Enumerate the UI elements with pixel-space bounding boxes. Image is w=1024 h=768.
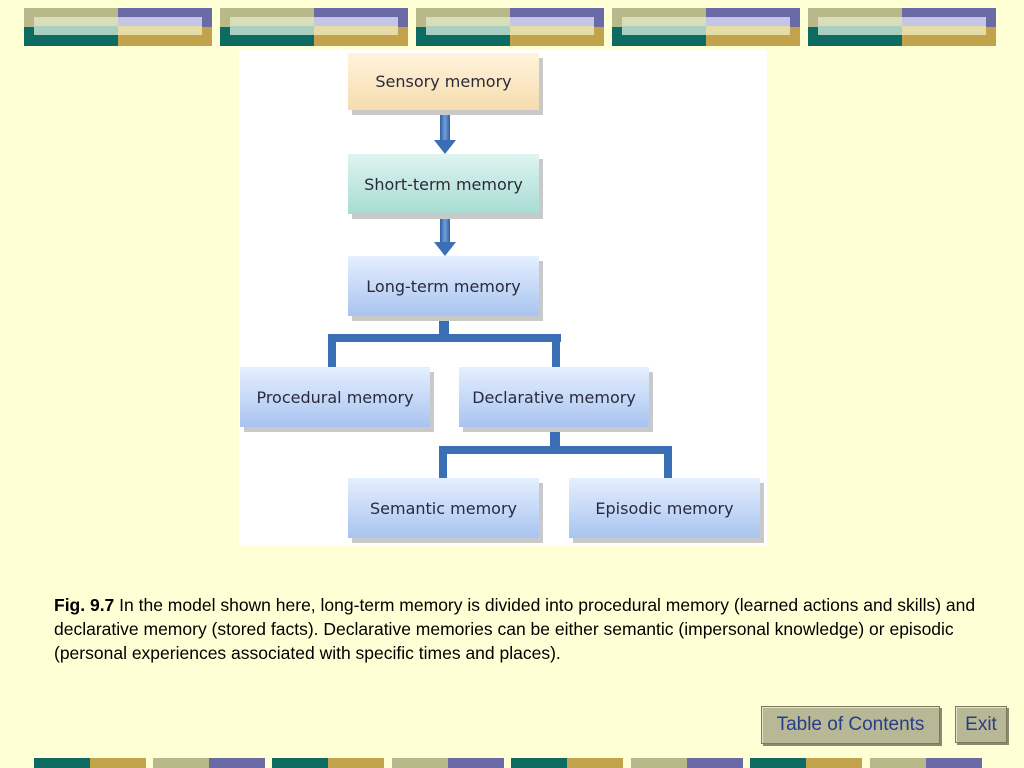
node-semantic-memory: Semantic memory	[348, 478, 539, 538]
node-short-term-memory: Short-term memory	[348, 154, 539, 214]
diagram-connectors	[328, 110, 672, 478]
connector-long-term-stem	[439, 316, 449, 338]
node-episodic-memory: Episodic memory	[569, 478, 760, 538]
arrowhead-short-term	[434, 140, 456, 154]
decorative-block	[24, 8, 212, 46]
table-of-contents-button[interactable]: Table of Contents	[761, 706, 940, 744]
node-declarative-memory: Declarative memory	[459, 367, 649, 427]
node-procedural-memory: Procedural memory	[240, 367, 430, 427]
decorative-block	[220, 8, 408, 46]
connector-to-procedural	[328, 334, 336, 367]
connector-declarative-bar	[439, 446, 672, 454]
caption-text: In the model shown here, long-term memor…	[54, 595, 976, 663]
decorative-block	[416, 8, 604, 46]
top-decorative-band	[0, 0, 1024, 48]
connector-declarative-stem	[550, 428, 560, 450]
decorative-block	[612, 8, 800, 46]
connector-to-episodic	[664, 446, 672, 478]
node-long-term-memory: Long-term memory	[348, 256, 539, 316]
figure-caption: Fig. 9.7 In the model shown here, long-t…	[54, 593, 984, 665]
connector-to-declarative	[552, 334, 560, 367]
connector-sensory-short-term	[440, 110, 450, 142]
caption-label: Fig. 9.7	[54, 595, 115, 615]
arrowhead-long-term	[434, 242, 456, 256]
bottom-decorative-band	[0, 758, 1024, 768]
memory-diagram: Sensory memory Short-term memory Long-te…	[239, 50, 767, 546]
connector-to-semantic	[439, 446, 447, 478]
node-sensory-memory: Sensory memory	[348, 53, 539, 110]
exit-button[interactable]: Exit	[955, 706, 1007, 743]
decorative-block	[808, 8, 996, 46]
connector-long-term-bar	[328, 334, 561, 342]
connector-short-long-term	[440, 214, 450, 244]
